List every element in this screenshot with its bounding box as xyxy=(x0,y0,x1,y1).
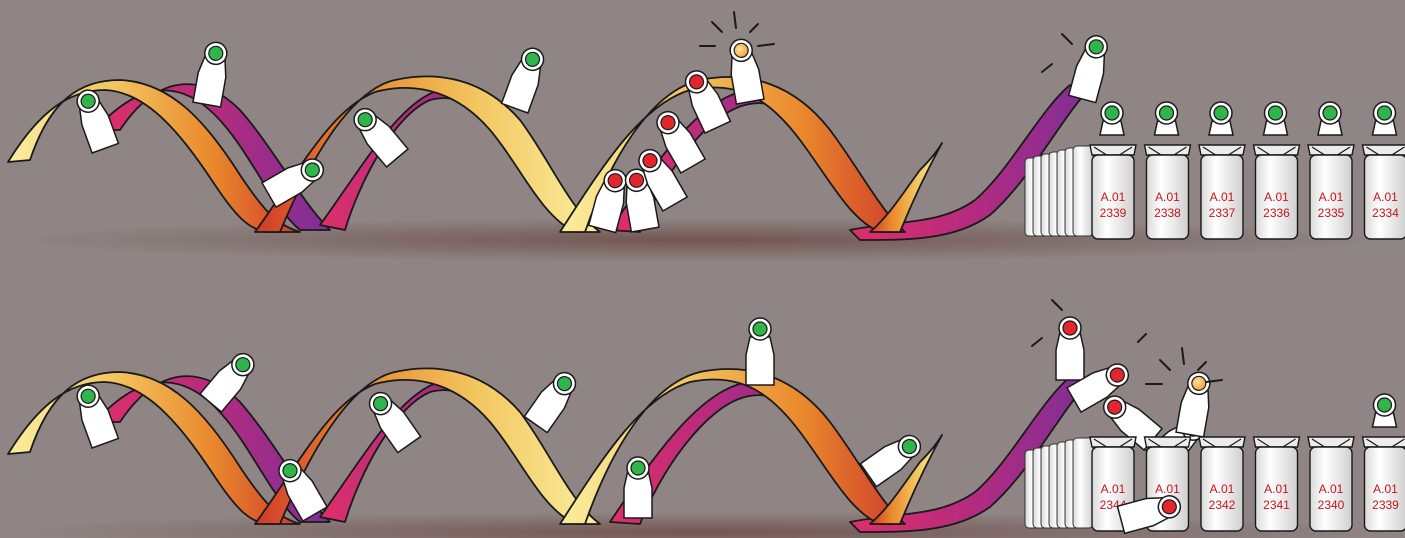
sample-tube-icon: A.01 2340 xyxy=(1308,437,1354,531)
tube-cap xyxy=(1145,437,1191,447)
stacked-tubes-back xyxy=(1025,438,1093,528)
sample-tag-icon xyxy=(347,102,408,167)
sample-tag-icon xyxy=(1069,33,1113,103)
red-dot-icon xyxy=(1063,321,1077,335)
sample-tube-icon: A.01 2339 xyxy=(1363,394,1405,531)
sample-tube-icon: A.01 2341 xyxy=(1254,437,1300,531)
tube-number-label: 2339 xyxy=(1372,498,1399,512)
sample-tag-icon xyxy=(502,44,550,113)
sample-tag-icon xyxy=(1100,102,1124,135)
tube-cap xyxy=(1363,145,1405,155)
tube-stack: A.01 2339 A.01 2338 A.01 2337 A.01 2336 A.01 2335… xyxy=(1025,102,1405,239)
green-dot-icon xyxy=(753,322,767,336)
tube-cap xyxy=(1199,437,1245,447)
tube-code-label: A.01 xyxy=(1155,482,1180,496)
spark-lines-icon xyxy=(1146,348,1222,384)
row-top: A.01 2339 A.01 2338 A.01 2337 A.01 2336 A.01 2335… xyxy=(8,12,1405,262)
sample-tag-icon xyxy=(1373,394,1397,427)
tube-cap xyxy=(1308,437,1354,447)
tube-number-label: 2339 xyxy=(1100,206,1127,220)
green-dot-icon xyxy=(1378,106,1392,120)
tube-code-label: A.01 xyxy=(1264,482,1289,496)
tube-code-label: A.01 xyxy=(1155,190,1180,204)
sample-tube-icon: A.01 2336 xyxy=(1254,102,1300,239)
tube-code-label: A.01 xyxy=(1373,190,1398,204)
sample-tag-icon xyxy=(746,318,774,385)
tube-cap xyxy=(1363,437,1405,447)
sample-tube-icon: A.01 2334 xyxy=(1363,102,1405,239)
motion-lines-icon xyxy=(1042,34,1072,72)
tube-number-label: 2340 xyxy=(1318,498,1345,512)
sample-tag-icon xyxy=(725,37,764,104)
sample-tag-icon xyxy=(1264,102,1288,135)
tube-number-label: 2334 xyxy=(1372,206,1399,220)
sample-tag-icon xyxy=(524,367,582,433)
sample-tube-icon: A.01 2338 xyxy=(1145,102,1191,239)
stacked-tubes-back xyxy=(1025,146,1093,236)
tube-number-label: 2337 xyxy=(1209,206,1236,220)
tube-code-label: A.01 xyxy=(1210,482,1235,496)
sample-tag-icon xyxy=(1373,102,1397,135)
green-dot-icon xyxy=(631,461,645,475)
sample-tube-icon: A.01 2342 xyxy=(1199,437,1245,531)
tube-cap xyxy=(1090,145,1136,155)
sample-tube-icon: A.01 2335 xyxy=(1308,102,1354,239)
tube-code-label: A.01 xyxy=(1101,190,1126,204)
tube-stack: A.012344A.012343A.012342A.012341A.012340… xyxy=(1025,394,1405,531)
sample-tag-icon xyxy=(1176,370,1215,437)
tube-code-label: A.01 xyxy=(1210,190,1235,204)
row-bottom: A.012344A.012343A.012342A.012341A.012340… xyxy=(8,300,1405,538)
green-dot-icon xyxy=(1269,106,1283,120)
tube-number-label: 2341 xyxy=(1263,498,1290,512)
sample-tube-icon: A.01 2339 xyxy=(1090,102,1136,239)
green-dot-icon xyxy=(1105,106,1119,120)
tube-cap xyxy=(1254,145,1300,155)
tube-number-label: 2336 xyxy=(1263,206,1290,220)
tube-code-label: A.01 xyxy=(1264,190,1289,204)
motion-lines-icon xyxy=(1032,300,1146,346)
dna-helix-icon xyxy=(8,76,1090,240)
sample-tag-icon xyxy=(1155,102,1179,135)
tube-number-label: 2338 xyxy=(1154,206,1181,220)
sample-tube-icon: A.01 2337 xyxy=(1199,102,1245,239)
tube-cap xyxy=(1145,145,1191,155)
sample-tag-icon xyxy=(1209,102,1233,135)
tube-number-label: 2335 xyxy=(1318,206,1345,220)
green-dot-icon xyxy=(1160,106,1174,120)
tube-cap xyxy=(1090,437,1136,447)
sample-tag-icon xyxy=(1056,317,1084,380)
green-dot-icon xyxy=(1323,106,1337,120)
tube-cap xyxy=(1308,145,1354,155)
tube-code-label: A.01 xyxy=(1101,482,1126,496)
tube-cap xyxy=(1199,145,1245,155)
sample-tag-icon xyxy=(624,457,652,518)
tube-code-label: A.01 xyxy=(1319,482,1344,496)
tube-row: A.01 2339 A.01 2338 A.01 2337 A.01 2336 A.01 2335… xyxy=(1090,102,1405,239)
sample-tag-icon xyxy=(1318,102,1342,135)
tube-code-label: A.01 xyxy=(1373,482,1398,496)
tube-cap xyxy=(1254,437,1300,447)
green-dot-icon xyxy=(1378,398,1392,412)
tube-number-label: 2342 xyxy=(1209,498,1236,512)
tube-code-label: A.01 xyxy=(1319,190,1344,204)
green-dot-icon xyxy=(1214,106,1228,120)
